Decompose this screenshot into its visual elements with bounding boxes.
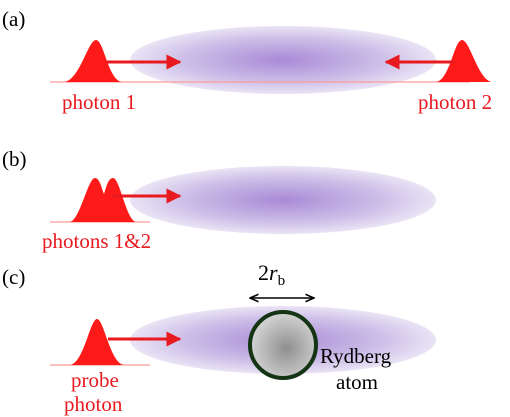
panel-c: (c) 2rb Rydberg atom probe photon — [2, 260, 436, 416]
atom-label-line1: Rydberg — [320, 344, 392, 368]
panel-a-label: (a) — [2, 7, 25, 31]
probe-label-line1: probe — [71, 368, 119, 392]
panel-b: (b) photons 1&2 — [2, 147, 436, 253]
panel-c-label: (c) — [2, 265, 25, 289]
photon-1-label: photon 1 — [62, 90, 136, 114]
photon-2-label: photon 2 — [418, 90, 492, 114]
photons-label: photons 1&2 — [42, 229, 151, 253]
atomic-cloud — [130, 26, 436, 94]
panel-b-label: (b) — [2, 147, 27, 171]
probe-pulse — [70, 319, 124, 365]
probe-label-line2: photon — [64, 392, 123, 416]
photon-2-pulse — [436, 40, 492, 82]
photon-1-pulse — [64, 40, 122, 82]
rydberg-atom — [248, 310, 318, 380]
atom-label-line2: atom — [336, 370, 378, 394]
photons-pulse — [70, 178, 136, 222]
atomic-cloud — [130, 166, 436, 234]
blockade-radius-label: 2rb — [258, 260, 285, 289]
panel-a: (a) photon 1 photon 2 — [2, 7, 492, 114]
